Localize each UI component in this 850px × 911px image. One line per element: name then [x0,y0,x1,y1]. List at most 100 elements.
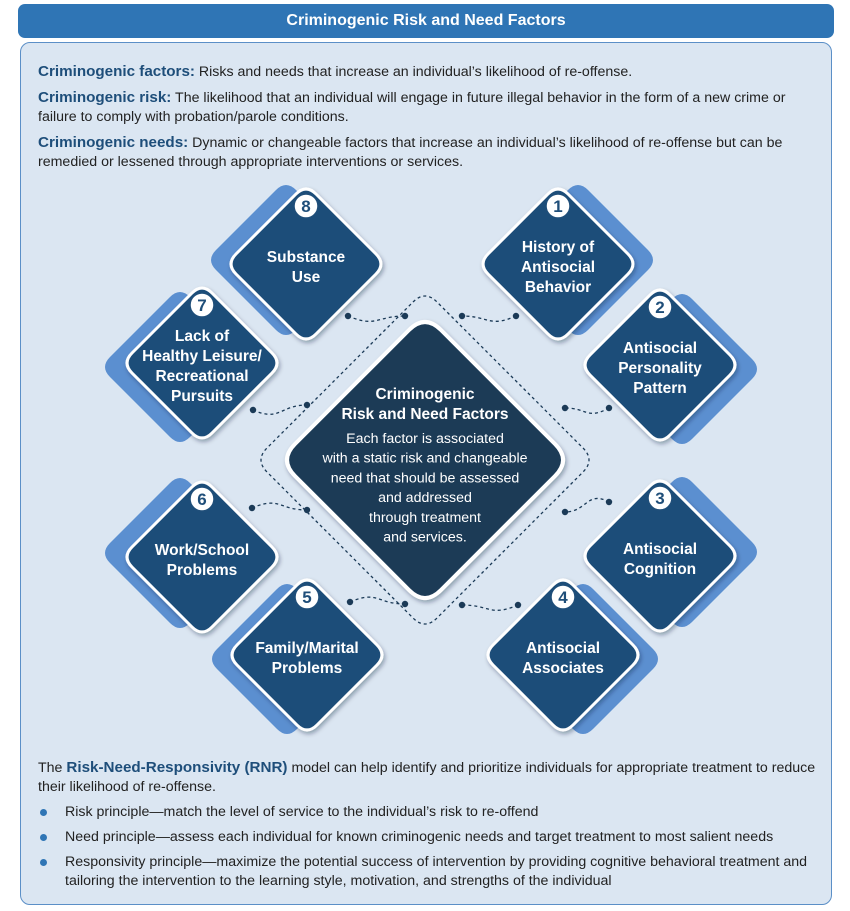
connector-dot [605,498,613,506]
connector-dot [303,506,311,514]
center-title: Risk and Need Factors [341,406,508,423]
connector-dot [346,598,354,606]
factor-label: Recreational [155,368,248,385]
number-badge [647,294,673,320]
connector-line [564,407,610,414]
factor-diamond [486,578,640,732]
connector-line [252,404,308,415]
connector-dot [561,404,569,412]
factor-label: Associates [522,660,604,677]
factor-diamond [125,480,279,634]
rnr-prefix: The [38,760,67,776]
factor-diamond [229,187,383,341]
header-title: Criminogenic Risk and Need Factors [18,4,834,38]
connector-dot [344,312,352,320]
factor-diamond [583,479,737,633]
principle-risk: Risk principle—match the level of servic… [38,803,818,822]
factor-label: Antisocial [526,640,600,657]
factor-label: Substance [267,249,346,266]
factor-diamond [481,187,635,341]
factor-label: Cognition [624,561,696,578]
definition-factors: Criminogenic factors: Risks and needs th… [38,62,808,82]
factor-number: 1 [553,197,562,216]
definitions: Criminogenic factors: Risks and needs th… [38,62,808,178]
connector-dot [512,312,520,320]
center-body: need that should be assessed [331,470,520,486]
connector-dot [514,601,522,609]
principle-text: Responsivity principle—maximize the pote… [65,854,808,889]
principle-need: Need principle—assess each individual fo… [38,828,818,847]
factor-label: Lack of [175,328,230,345]
factor-label: Problems [272,660,343,677]
factor-diamond [125,286,279,440]
factor-label: History of [522,239,595,256]
principle-responsivity: Responsivity principle—maximize the pote… [38,853,818,891]
connector-line [251,502,308,511]
center-body: Each factor is associated [346,431,504,447]
factor-label: Problems [167,562,238,579]
definition-needs: Criminogenic needs: Dynamic or changeabl… [38,133,808,172]
principle-text: Need principle—assess each individual fo… [65,829,774,845]
rnr-suffix: model can help identify and prioritize i… [38,760,816,795]
definition-text: The likelihood that an individual will e… [38,90,786,125]
bullet-icon [40,859,47,866]
connector-dot [458,312,466,320]
principle-text: Risk principle—match the level of servic… [65,804,539,820]
center-title: Criminogenic [375,386,474,403]
principles-list: Risk principle—match the level of servic… [38,803,818,897]
bullet-icon [40,834,47,841]
connector-dot [561,508,569,516]
factor-number: 7 [197,296,206,315]
definition-term: Criminogenic risk: [38,89,172,106]
factor-label: Behavior [525,279,591,296]
factor-number: 8 [301,197,310,216]
center-body: and addressed [378,490,472,506]
connector-dot [401,600,409,608]
number-badge [293,193,319,219]
factor-number: 6 [197,490,206,509]
connector-line [564,497,610,513]
definition-term: Criminogenic factors: [38,63,195,80]
factor-number: 5 [302,588,311,607]
factor-label: Antisocial [623,340,697,357]
factor-label: Antisocial [623,541,697,558]
rnr-term: Risk-Need-Responsivity (RNR) [66,759,288,776]
number-badge [189,292,215,318]
number-badge [550,584,576,610]
connector-line [461,315,517,322]
connector-dot [605,404,613,412]
factor-diamond [230,578,384,732]
definition-term: Criminogenic needs: [38,134,189,151]
factor-label: Personality [618,360,702,377]
factor-number: 2 [655,298,664,317]
number-badge [189,486,215,512]
factor-number: 4 [558,588,568,607]
rnr-paragraph: The Risk-Need-Responsivity (RNR) model c… [38,758,818,797]
center-body: with a static risk and changeable [321,451,527,467]
factor-number: 3 [655,489,664,508]
connector-dot [458,601,466,609]
center-diamond-shape [285,320,565,600]
connector-dot [249,406,257,414]
connector-dot [401,312,409,320]
definition-risk: Criminogenic risk: The likelihood that a… [38,88,808,127]
connector-dot [248,504,256,512]
factor-label: Pattern [633,380,686,397]
factor-diamond [583,288,737,442]
number-badge [647,485,673,511]
connector-line [347,315,406,322]
factor-label: Antisocial [521,259,595,276]
bullet-icon [40,809,47,816]
number-badge [545,193,571,219]
